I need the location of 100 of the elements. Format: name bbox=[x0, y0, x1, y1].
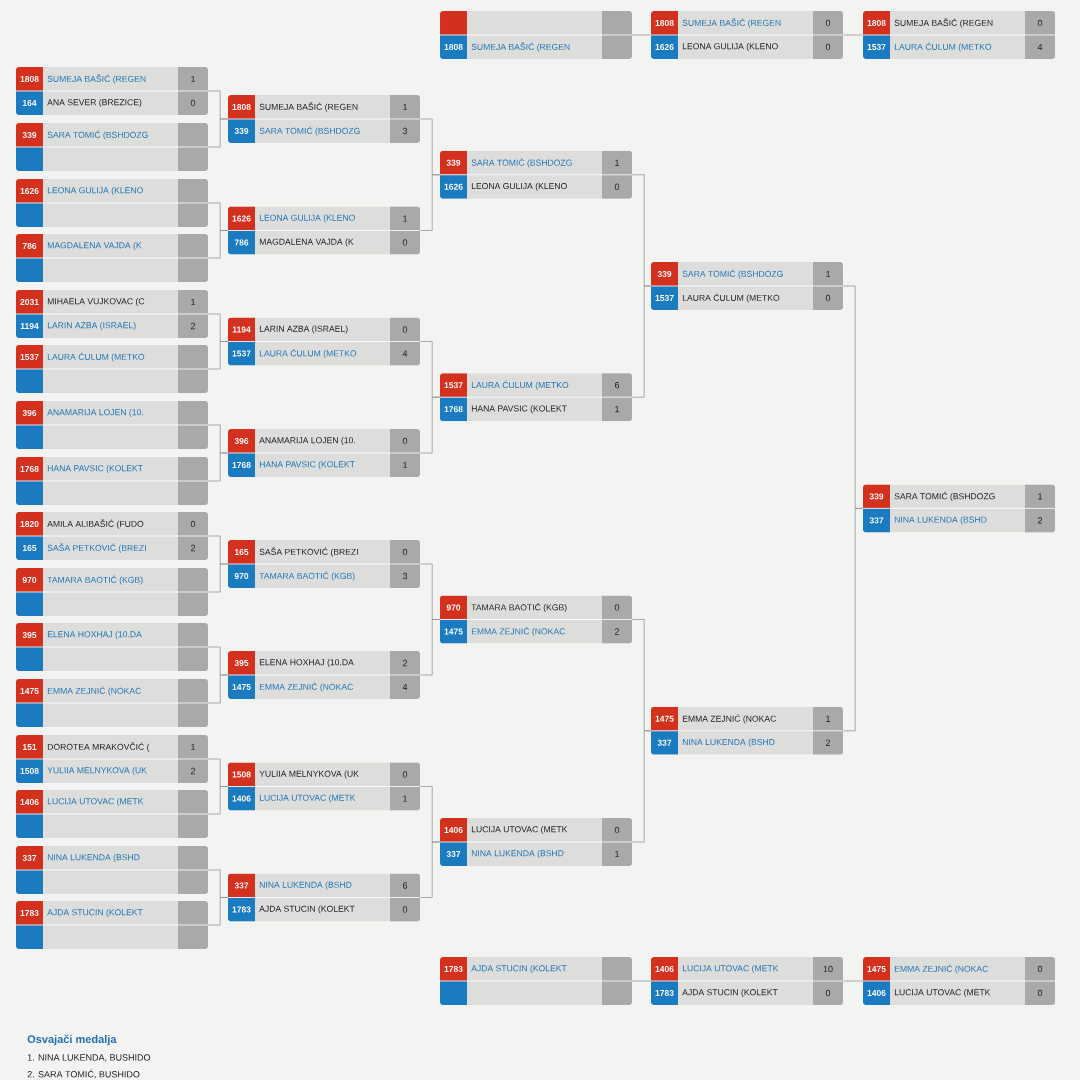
seed-number: 970 bbox=[22, 577, 37, 583]
seed-number: 165 bbox=[22, 545, 37, 551]
score: 0 bbox=[190, 99, 196, 107]
match-box bbox=[227, 95, 421, 143]
score: 1 bbox=[826, 715, 831, 722]
match-box bbox=[439, 11, 633, 59]
player-name: EMMA ZEJNIĆ (NOKAC bbox=[682, 714, 776, 724]
seed-number: 970 bbox=[446, 604, 461, 611]
bracket-line bbox=[207, 786, 229, 815]
player-name: SUMEJA BAŠIĆ (REGEN bbox=[47, 74, 146, 84]
player-name: LAURA ĆULUM (METKO bbox=[47, 352, 145, 362]
player-name: LAURA ĆULUM (METKO bbox=[471, 380, 569, 390]
bracket-line bbox=[419, 174, 441, 231]
seed-number: 1783 bbox=[20, 910, 39, 916]
score: 6 bbox=[402, 882, 408, 889]
bracket-line bbox=[631, 980, 652, 982]
player-name: YULIIA MELNYKOVA (UK bbox=[47, 767, 147, 775]
score: 1 bbox=[403, 215, 408, 222]
score: 0 bbox=[190, 520, 196, 528]
score: 1 bbox=[191, 743, 196, 751]
seed-number: 1808 bbox=[655, 20, 674, 26]
score: 2 bbox=[190, 767, 196, 775]
score: 4 bbox=[1037, 43, 1043, 51]
seed-number: 1475 bbox=[20, 688, 39, 694]
match-box bbox=[15, 67, 209, 115]
player-name: AMILA ALIBAŠIĆ (FUDO bbox=[47, 519, 144, 529]
player-name: MAGDALENA VAJDA (K bbox=[259, 238, 354, 247]
player-name: LUCIJA UTOVAC (METK bbox=[47, 798, 144, 806]
bracket-line bbox=[842, 34, 864, 36]
match-box bbox=[650, 262, 844, 310]
seed-number: 337 bbox=[22, 855, 37, 861]
player-name: ANA SEVER (BREZICE) bbox=[47, 99, 142, 107]
seed-number: 165 bbox=[234, 549, 249, 555]
seed-number: 1820 bbox=[20, 521, 39, 527]
player-name: LAURA ĆULUM (METKO bbox=[894, 42, 992, 52]
player-name: AJDA STUCIN (KOLEKT bbox=[682, 989, 778, 997]
seed-number: 1537 bbox=[655, 295, 674, 301]
seed-number: 1475 bbox=[444, 628, 463, 635]
seed-number: 337 bbox=[446, 851, 461, 857]
player-name: NINA LUKENDA (BSHD bbox=[894, 516, 987, 525]
score: 6 bbox=[614, 382, 620, 389]
player-name: MIHAELA VUJKOVAC (C bbox=[47, 298, 145, 306]
score: 1 bbox=[615, 850, 620, 858]
seed-number: 1626 bbox=[655, 44, 674, 50]
seed-number: 395 bbox=[22, 632, 37, 638]
match-box bbox=[15, 623, 209, 671]
score: 0 bbox=[1037, 965, 1043, 973]
player-name: AJDA STUCIN (KOLEKT bbox=[259, 905, 355, 914]
seed-number: 1406 bbox=[655, 966, 674, 972]
score: 2 bbox=[1037, 517, 1043, 524]
player-name: AJDA STUCIN (KOLEKT bbox=[471, 965, 567, 973]
seed-number: 339 bbox=[234, 128, 249, 134]
player-name: LARIN AZBA (ISRAEL) bbox=[259, 325, 348, 334]
player-name: SUMEJA BAŠIĆ (REGEN bbox=[682, 18, 781, 28]
score: 4 bbox=[402, 683, 408, 691]
player-name: TAMARA BAOTIĆ (KGB) bbox=[259, 571, 355, 581]
match-box bbox=[227, 540, 421, 588]
match-box bbox=[15, 179, 209, 227]
seed-number: 1537 bbox=[232, 350, 251, 357]
seed-number: 1626 bbox=[20, 188, 39, 194]
bracket-line bbox=[207, 118, 229, 148]
score: 0 bbox=[1037, 989, 1043, 997]
score: 3 bbox=[402, 572, 408, 580]
match-box bbox=[15, 512, 209, 560]
score: 1 bbox=[403, 461, 408, 469]
seed-number: 1768 bbox=[20, 466, 39, 472]
seed-number: 1508 bbox=[232, 771, 251, 778]
score: 0 bbox=[402, 239, 408, 246]
player-name: SUMEJA BAŠIĆ (REGEN bbox=[259, 102, 358, 112]
match-box bbox=[15, 901, 209, 949]
seed-number: 337 bbox=[657, 739, 672, 746]
player-name: EMMA ZEJNIĆ (NOKAC bbox=[894, 964, 988, 974]
player-name: SUMEJA BAŠIĆ (REGEN bbox=[894, 18, 993, 28]
player-name: EMMA ZEJNIĆ (NOKAC bbox=[47, 686, 141, 696]
match-box bbox=[650, 957, 844, 1005]
match-box bbox=[439, 150, 633, 199]
score: 0 bbox=[825, 19, 831, 27]
bracket-line bbox=[419, 396, 441, 454]
match-box bbox=[439, 373, 633, 422]
player-name: DOROTEA MRAKOVČIĆ ( bbox=[47, 742, 150, 752]
bracket-line bbox=[207, 341, 229, 370]
match-box bbox=[15, 846, 209, 894]
seed-number: 1783 bbox=[444, 966, 463, 972]
player-name: HANA PAVSIC (KOLEKT bbox=[47, 465, 143, 473]
seed-number: 1768 bbox=[232, 462, 251, 468]
score: 0 bbox=[1037, 19, 1043, 27]
player-name: NINA LUKENDA (BSHD bbox=[682, 738, 775, 747]
match-box bbox=[15, 290, 209, 338]
player-name: SARA TOMIĆ (BSHDOZG bbox=[259, 126, 360, 136]
score: 0 bbox=[402, 437, 408, 445]
seed-number: 1537 bbox=[867, 44, 886, 50]
match-box bbox=[227, 762, 421, 811]
match-box bbox=[15, 234, 209, 282]
player-name: SARA TOMIĆ (BSHDOZG bbox=[471, 158, 572, 168]
player-name: LAURA ĆULUM (METKO bbox=[259, 348, 357, 359]
match-box bbox=[15, 790, 209, 838]
match-box bbox=[15, 457, 209, 505]
bracket-line bbox=[631, 285, 652, 398]
player-name: LARIN AZBA (ISRAEL) bbox=[47, 322, 136, 330]
seed-number: 339 bbox=[869, 493, 884, 500]
